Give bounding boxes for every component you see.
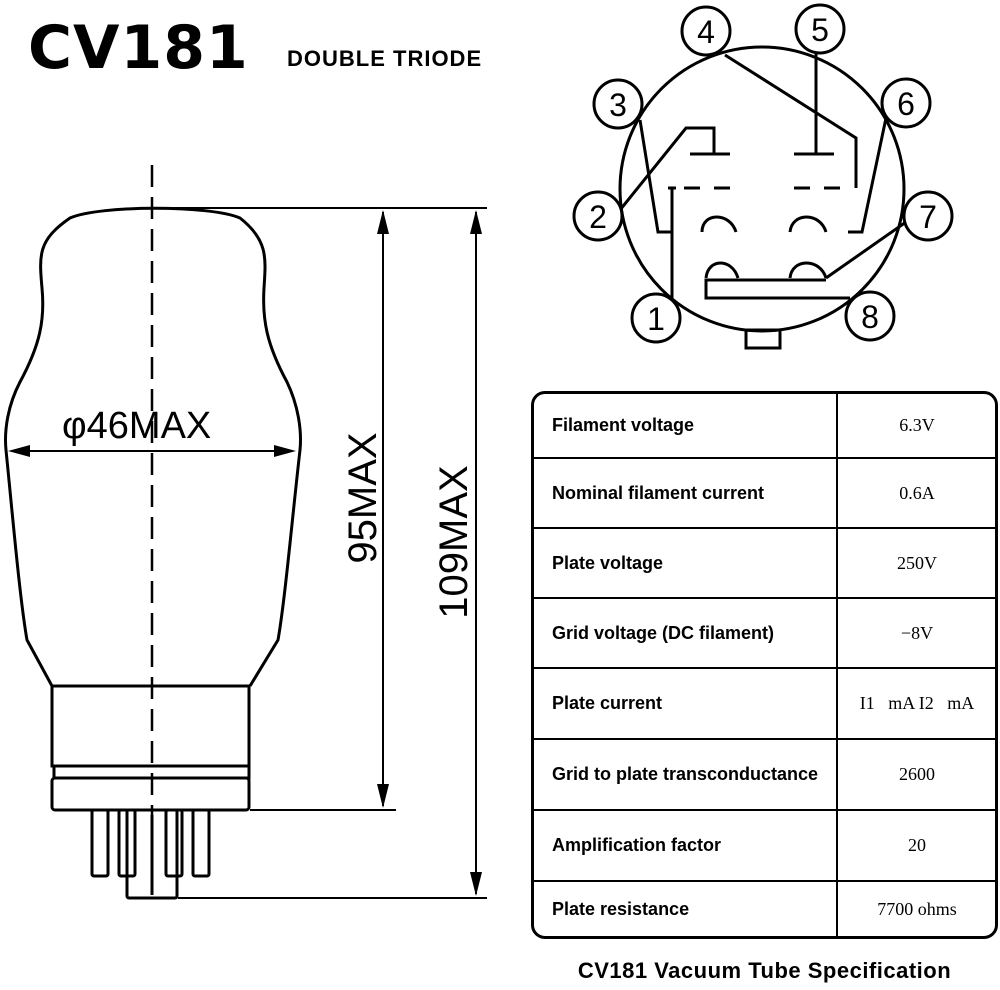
figure-caption: CV181 Vacuum Tube Specification	[577, 958, 952, 983]
tube-base-skirt	[50, 776, 251, 812]
pin-1-label: 1	[647, 301, 665, 337]
pin-markers: 1 2 3 4 5 6 7 8	[572, 3, 954, 344]
spec-label: Plate voltage	[552, 552, 664, 573]
spec-row-transconductance: Grid to plate transconductance 2600	[534, 738, 995, 809]
spec-row-plate-current: Plate current I1 mA I2 mA	[534, 667, 995, 738]
diameter-arrow-right	[274, 445, 296, 457]
spec-value: 2600	[899, 764, 935, 784]
tube-pins	[90, 808, 211, 900]
spec-row-amplification-factor: Amplification factor 20	[534, 809, 995, 880]
spec-table-divider	[836, 394, 838, 936]
socket-key	[744, 328, 782, 350]
spec-value: 6.3V	[899, 415, 935, 435]
diameter-label: φ46MAX	[62, 405, 211, 447]
spec-table: Filament voltage 6.3V Nominal filament c…	[531, 391, 998, 939]
total-height-arrow-top	[470, 210, 482, 234]
pin-8-marker: 8	[844, 290, 896, 342]
pin-5-label: 5	[811, 12, 829, 48]
body-height-label: 95MAX	[341, 432, 385, 563]
body-height-arrow-top	[377, 210, 389, 234]
spec-row-plate-resistance: Plate resistance 7700 ohms	[534, 880, 995, 936]
spec-value: 250V	[897, 552, 937, 573]
pin-7-marker: 7	[902, 190, 954, 242]
total-height-label: 109MAX	[432, 465, 476, 618]
pin-3-marker: 3	[592, 78, 644, 130]
pin-2-marker: 2	[572, 190, 624, 242]
spec-label: Grid to plate transconductance	[552, 764, 819, 784]
spec-row-plate-voltage: Plate voltage 250V	[534, 527, 995, 597]
spec-value: 0.6A	[899, 482, 935, 503]
spec-row-filament-voltage: Filament voltage 6.3V	[534, 394, 995, 457]
total-height-arrow-bottom	[470, 872, 482, 896]
pin-8-label: 8	[861, 299, 879, 335]
spec-label: Plate resistance	[552, 898, 690, 919]
diameter-arrow-left	[8, 445, 30, 457]
spec-label: Plate current	[552, 693, 663, 713]
spec-value: I1 mA I2 mA	[859, 693, 975, 713]
spec-row-filament-current: Nominal filament current 0.6A	[534, 457, 995, 527]
pin-6-label: 6	[897, 86, 915, 122]
spec-label: Nominal filament current	[552, 482, 765, 503]
body-height-arrow-bottom	[377, 784, 389, 808]
pin-3-label: 3	[609, 87, 627, 123]
pinout-diagram	[618, 45, 907, 350]
spec-row-grid-voltage: Grid voltage (DC filament) −8V	[534, 597, 995, 667]
tube-bulb-outline	[4, 206, 302, 687]
spec-value: 7700 ohms	[877, 898, 957, 919]
pin-1-marker: 1	[630, 292, 682, 344]
pin-2-label: 2	[589, 199, 607, 235]
spec-label: Filament voltage	[552, 415, 695, 435]
tube-subtitle: DOUBLE TRIODE	[287, 46, 483, 71]
spec-value: −8V	[900, 622, 934, 643]
pin-7-label: 7	[919, 199, 937, 235]
spec-label: Grid voltage (DC filament)	[552, 622, 775, 643]
socket-outline	[618, 45, 906, 333]
pin-4-label: 4	[697, 14, 715, 50]
pin-4-marker: 4	[680, 5, 732, 57]
tube-base	[50, 684, 251, 768]
spec-label: Amplification factor	[552, 835, 722, 855]
spec-value: 20	[908, 835, 926, 855]
pin-6-marker: 6	[880, 77, 932, 129]
tube-title: CV181	[28, 13, 249, 83]
pin-5-marker: 5	[794, 3, 846, 55]
